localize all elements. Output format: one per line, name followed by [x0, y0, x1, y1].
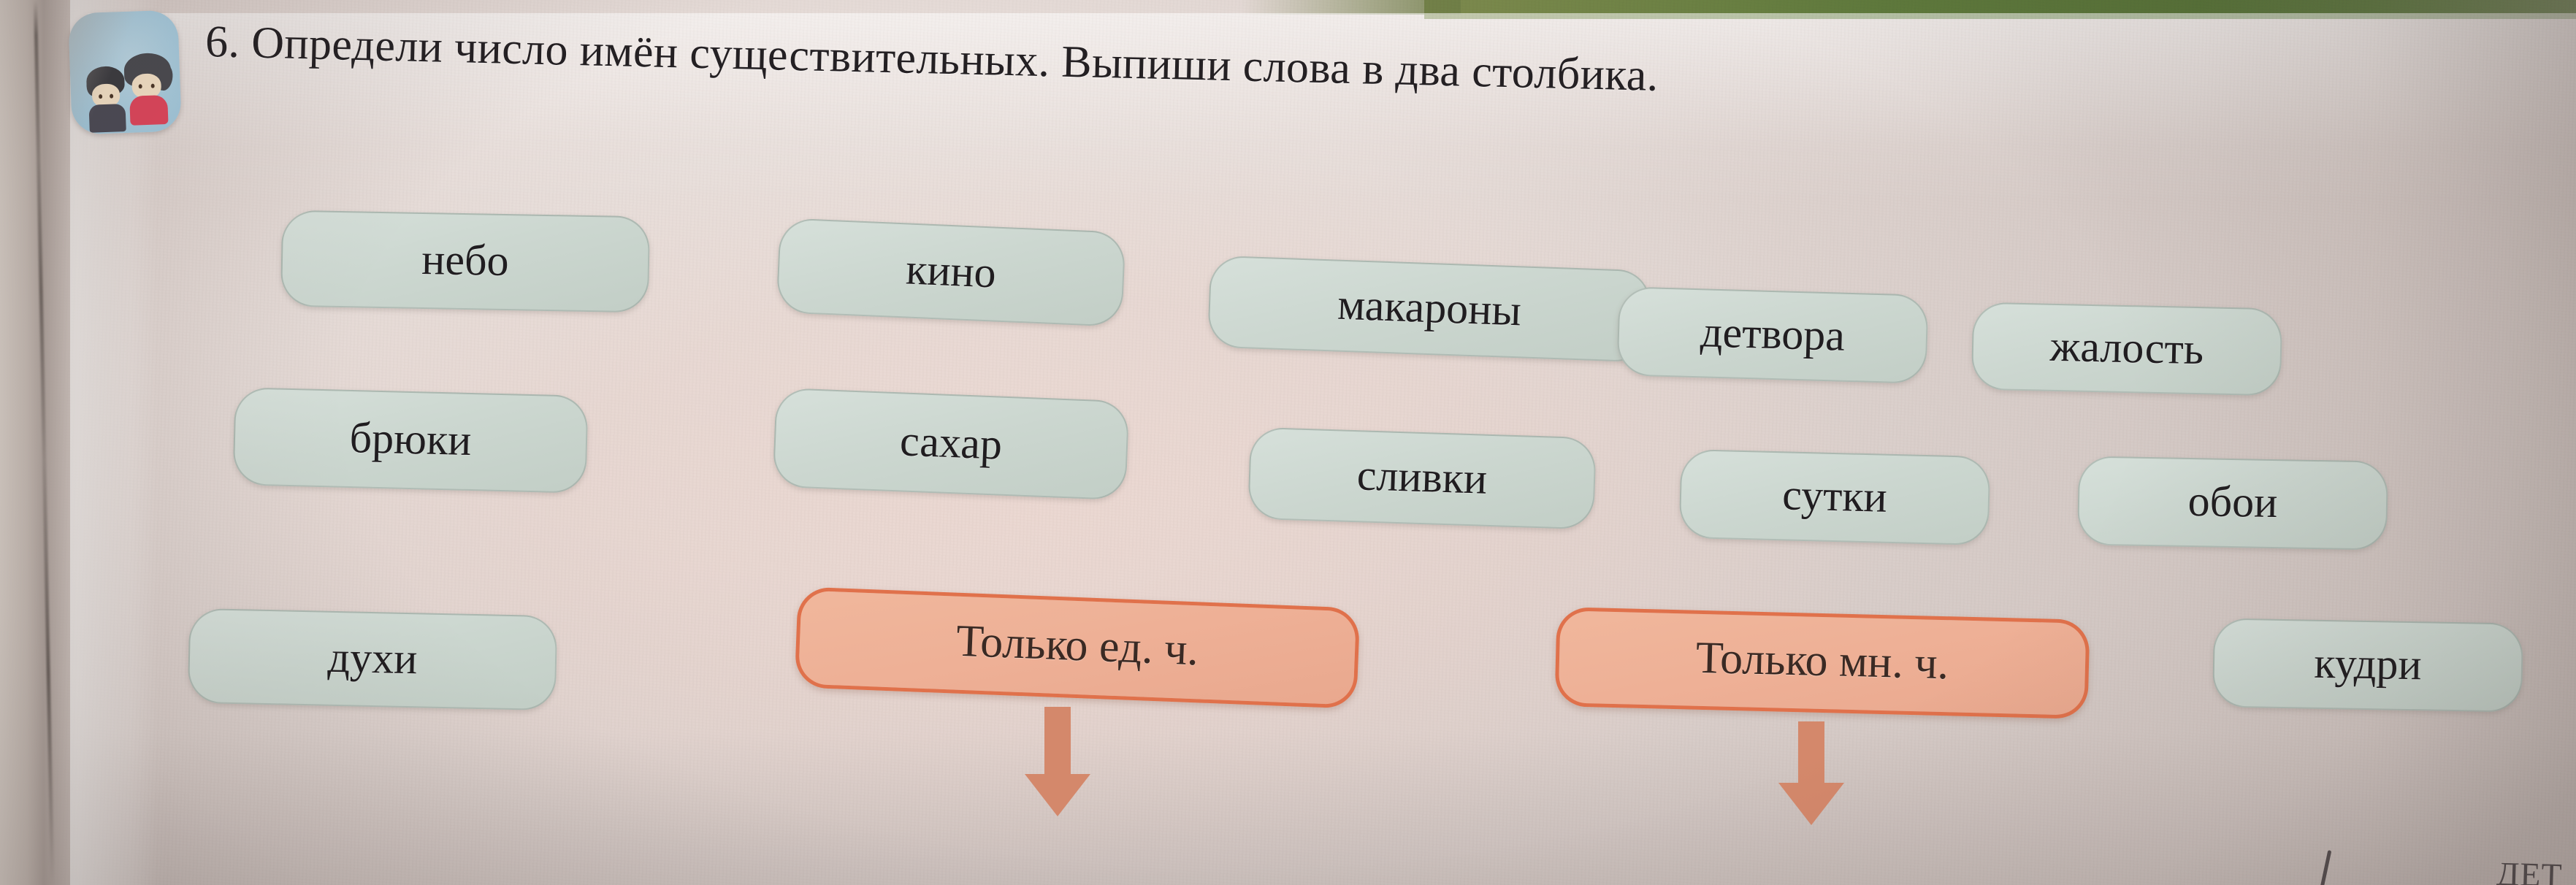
- word-tile-bryuki[interactable]: брюки: [232, 387, 589, 494]
- word-tile-label: детвора: [1700, 307, 1846, 360]
- page-bottom-partial-text: ДЕТ: [2496, 854, 2564, 885]
- word-tile-label: сутки: [1781, 470, 1888, 521]
- category-box-only-singular[interactable]: Только ед. ч.: [794, 586, 1361, 709]
- word-tile-detvora[interactable]: детвора: [1616, 286, 1929, 384]
- word-tile-label: сливки: [1356, 450, 1488, 503]
- word-tile-kudri[interactable]: кудри: [2212, 618, 2524, 713]
- arrow-head: [1778, 783, 1844, 825]
- word-tile-kino[interactable]: кино: [776, 218, 1126, 327]
- word-tile-zhalost[interactable]: жалость: [1971, 302, 2283, 396]
- book-gutter-highlight: [70, 0, 158, 885]
- arrow-head: [1025, 774, 1090, 816]
- arrow-shaft: [1798, 721, 1824, 783]
- arrow-shaft: [1044, 707, 1071, 774]
- down-arrow-icon-only-singular: [1025, 707, 1090, 816]
- paper-bottom-shadow: [0, 732, 2576, 885]
- word-tile-slivki[interactable]: сливки: [1247, 426, 1597, 530]
- word-tile-dukhi[interactable]: духи: [187, 608, 558, 711]
- word-tile-sakhar[interactable]: сахар: [772, 387, 1130, 501]
- word-tile-label: кино: [905, 244, 998, 297]
- word-tile-sutki[interactable]: сутки: [1678, 448, 1991, 546]
- category-box-label: Только мн. ч.: [1695, 632, 1949, 689]
- word-tile-label: сахар: [898, 415, 1004, 469]
- two-children-icon: [68, 9, 182, 135]
- down-arrow-icon-only-plural: [1778, 721, 1844, 825]
- word-tile-label: небо: [421, 234, 510, 285]
- badge-shading: [68, 9, 182, 135]
- word-tile-label: кудри: [2313, 638, 2423, 689]
- word-tile-oboi[interactable]: обои: [2076, 456, 2389, 551]
- word-tile-label: духи: [327, 632, 418, 683]
- word-tile-makarony[interactable]: макароны: [1207, 255, 1652, 363]
- word-tile-nebo[interactable]: небо: [280, 210, 651, 313]
- word-tile-label: макароны: [1337, 280, 1522, 334]
- category-box-label: Только ед. ч.: [955, 616, 1200, 675]
- word-tile-label: брюки: [348, 413, 473, 464]
- word-tile-label: жалость: [2049, 321, 2204, 373]
- word-tile-label: обои: [2187, 476, 2278, 526]
- paper-right-shadow: [2196, 0, 2576, 885]
- green-background-fade: [1242, 0, 1461, 15]
- category-box-only-plural[interactable]: Только мн. ч.: [1554, 607, 2090, 719]
